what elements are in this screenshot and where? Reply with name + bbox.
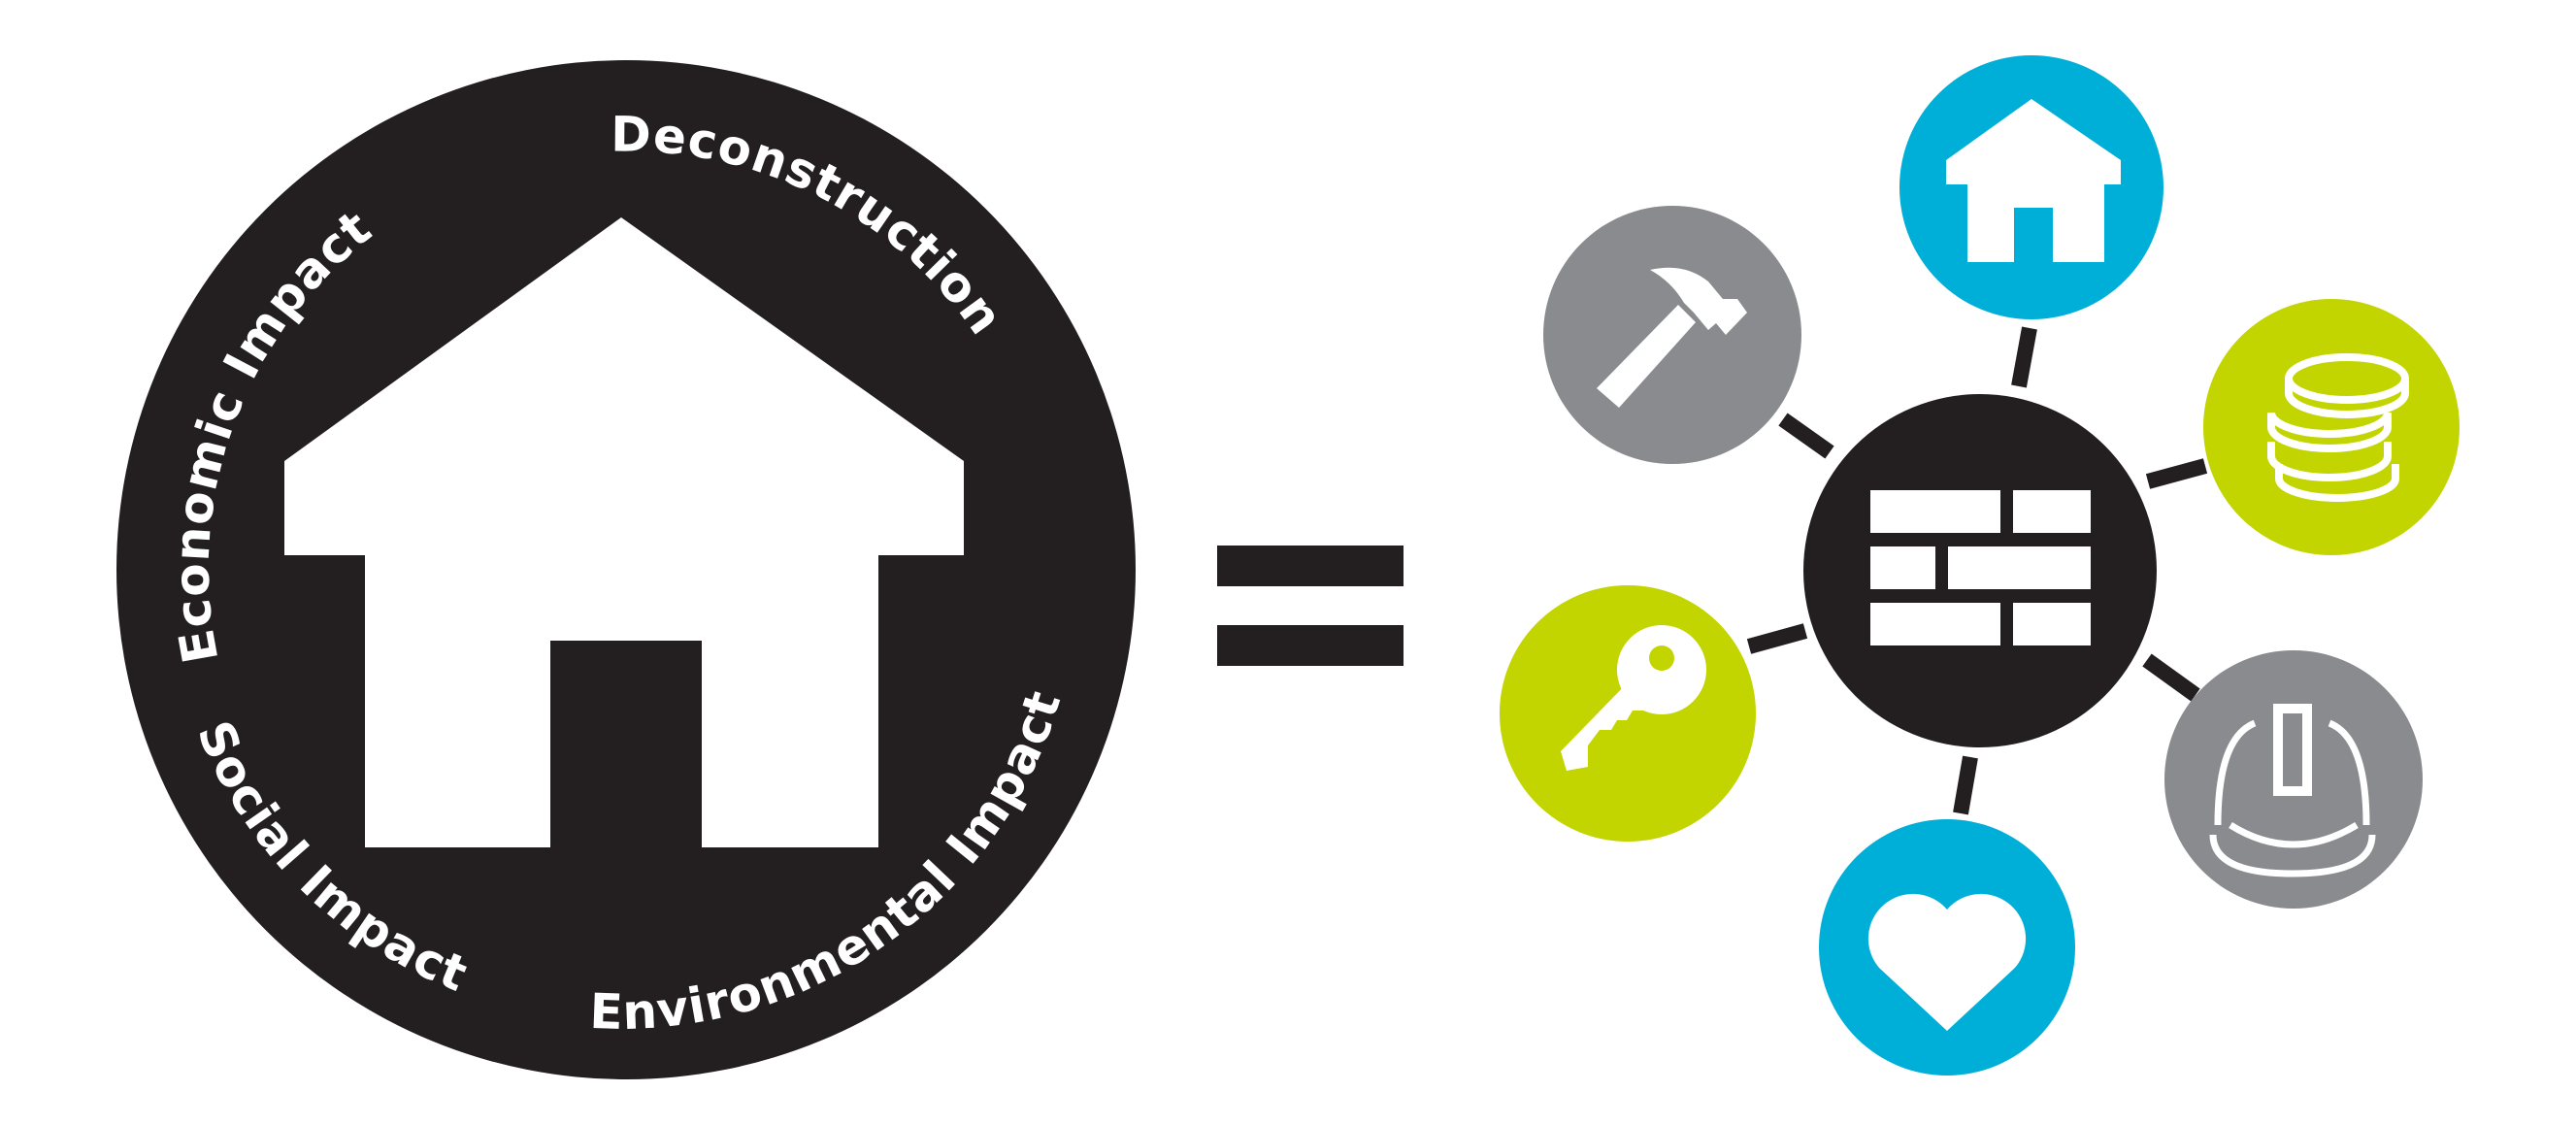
connector-heart <box>1953 755 1978 815</box>
coins-icon <box>2267 353 2409 502</box>
satellite-heart <box>1819 819 2075 1075</box>
connector-key <box>1746 623 1808 654</box>
satellite-house <box>1899 55 2163 319</box>
satellite-key <box>1500 585 1756 842</box>
hardhat-icon <box>2209 704 2376 877</box>
satellite-coins-circle <box>2203 299 2460 555</box>
connector-hardhat <box>2142 653 2200 702</box>
satellite-hammer <box>1543 206 1801 464</box>
satellite-coins <box>2203 299 2460 555</box>
key-icon <box>1561 625 1706 771</box>
house-icon <box>284 217 964 847</box>
equals-sign <box>1217 546 1404 666</box>
house-icon <box>1946 99 2121 262</box>
hub-node <box>1803 394 2157 747</box>
equals-bar-top <box>1217 546 1404 586</box>
satellite-hardhat <box>2164 650 2423 909</box>
connector-coins <box>2145 458 2208 489</box>
connector-house <box>2011 326 2037 388</box>
heart-icon <box>1867 893 2027 1031</box>
connector-hammer <box>1778 413 1834 459</box>
connectors <box>1746 326 2208 815</box>
hub-network <box>1500 55 2460 1075</box>
impact-badge: Economic Impact Deconstruction Environme… <box>32 54 1136 1125</box>
equals-bar-bottom <box>1217 625 1404 666</box>
hammer-icon <box>1597 267 1747 408</box>
brick-wall-icon <box>1870 490 2091 645</box>
